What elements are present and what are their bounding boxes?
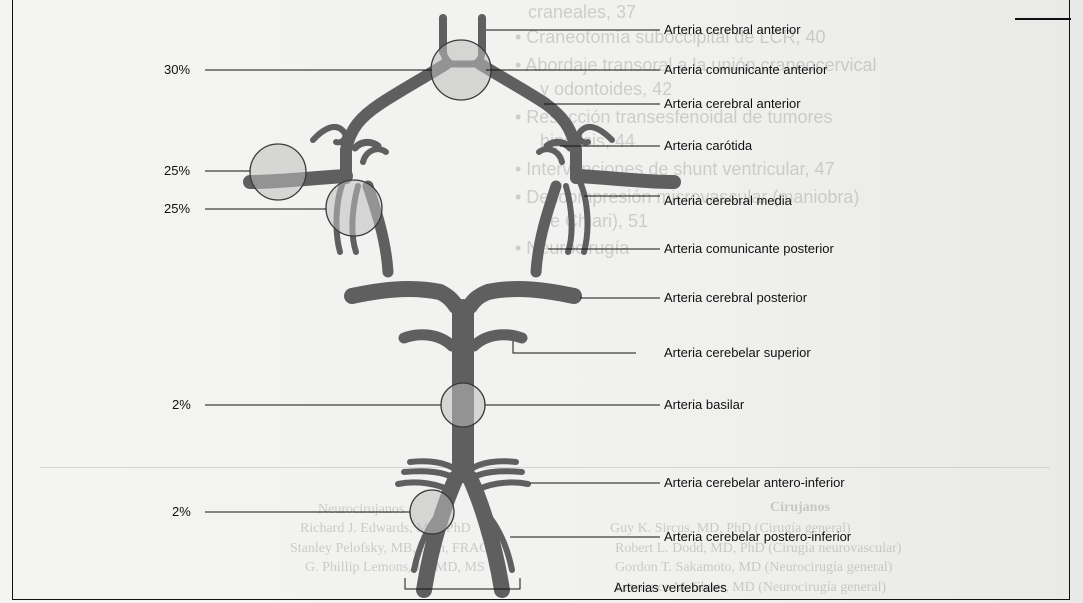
anterior-cerebral-artery-right: [480, 64, 576, 150]
label-comunicante-posterior: Arteria comunicante posterior: [664, 241, 834, 257]
aneurysm-vertebral: [410, 490, 454, 534]
right-aica-lower: [472, 471, 522, 478]
left-posterior-cerebral-artery: [352, 289, 456, 306]
label-cerebral-anterior: Arteria cerebral anterior: [664, 96, 801, 112]
right-middle-branch: [580, 182, 587, 252]
pct-middle-cerebral-1: 25%: [164, 163, 190, 179]
right-small-curl-artery: [579, 127, 612, 142]
right-superior-cerebellar-artery: [474, 335, 522, 346]
aneurysm-middle-cerebral-1: [250, 144, 306, 200]
label-cerebelar-superior: Arteria cerebelar superior: [664, 345, 811, 361]
leader-cerebelar-superior: [513, 341, 636, 353]
label-comunicante-anterior: Arteria comunicante anterior: [664, 62, 827, 78]
aneurysm-middle-cerebral-2: [326, 180, 382, 236]
label-cerebral-anterior-top: Arteria cerebral anterior: [664, 22, 801, 38]
right-middle-branch-2: [566, 186, 572, 252]
pct-vertebral: 2%: [172, 504, 191, 520]
label-basilar: Arteria basilar: [664, 397, 744, 413]
pct-middle-cerebral-2: 25%: [164, 201, 190, 217]
anterior-cerebral-artery-left: [346, 64, 446, 150]
label-vertebrales: Arterias vertebrales: [614, 580, 727, 596]
left-aica-lower: [404, 471, 454, 478]
right-posterior-communicating-artery: [536, 186, 556, 272]
left-small-curl-artery: [313, 127, 345, 142]
label-cerebelar-postero-inferior: Arteria cerebelar postero-inferior: [664, 529, 851, 545]
right-carotid-hook: [539, 149, 562, 162]
aneurysm-anterior-communicating: [431, 40, 491, 100]
left-carotid-hook: [363, 149, 386, 162]
right-middle-cerebral-artery: [578, 176, 674, 182]
right-posterior-cerebral-artery: [470, 289, 574, 306]
label-cerebral-media: Arteria cerebral media: [664, 193, 792, 209]
label-cerebral-posterior: Arteria cerebral posterior: [664, 290, 807, 306]
aneurysm-basilar: [441, 383, 485, 427]
left-superior-cerebellar-artery: [404, 335, 452, 346]
label-cerebelar-antero-inferior: Arteria cerebelar antero-inferior: [664, 475, 845, 491]
label-carotida: Arteria carótida: [664, 138, 752, 154]
pct-basilar: 2%: [172, 397, 191, 413]
pct-comunicante-anterior: 30%: [164, 62, 190, 78]
